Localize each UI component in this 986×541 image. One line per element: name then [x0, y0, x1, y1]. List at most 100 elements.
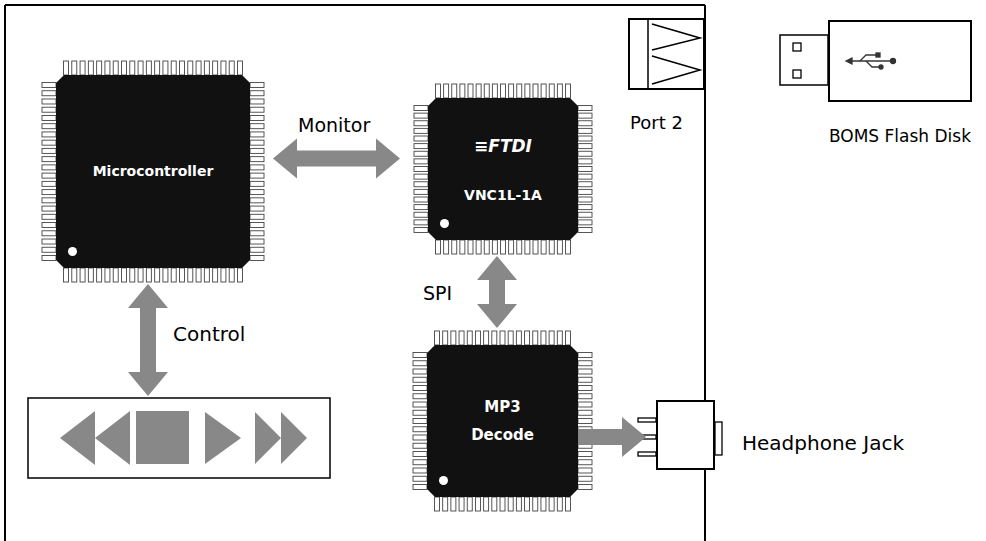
chip-pin	[414, 182, 428, 187]
chip-pin	[578, 159, 592, 164]
chip-pin	[578, 369, 592, 374]
chip-pin	[163, 61, 168, 75]
chip-pin	[204, 268, 209, 282]
chip-pin	[42, 83, 56, 88]
microcontroller-chip: Microcontroller	[56, 75, 250, 268]
chip-pin	[80, 61, 85, 75]
arrow-shaft	[489, 279, 505, 305]
chip-pin	[250, 83, 264, 88]
part-name: BOMS Flash Disk	[829, 120, 971, 152]
arrow-head	[376, 139, 400, 179]
chip-pin	[42, 132, 56, 137]
chip-pin	[213, 61, 218, 75]
chip-pin	[138, 61, 143, 75]
control-arrow	[128, 284, 168, 396]
chip-pin	[509, 84, 514, 98]
chip-pin	[414, 212, 428, 217]
arrow-head	[273, 139, 297, 179]
chip-pin	[451, 497, 456, 511]
chip-pin	[413, 435, 427, 440]
arrow-shaft	[296, 151, 377, 167]
chip-pin	[105, 268, 110, 282]
chip-pin	[578, 410, 592, 415]
chip-label: VNC1L-1A	[464, 182, 542, 209]
chip-pin	[42, 239, 56, 244]
chip-pin	[549, 240, 554, 254]
chip-pin	[414, 151, 428, 156]
chip-pin	[451, 331, 456, 345]
chip-pin	[541, 240, 546, 254]
chip-pin	[475, 331, 480, 345]
chip-pin	[250, 256, 264, 261]
chip-pin	[413, 361, 427, 366]
chip-pin	[578, 386, 592, 391]
chip-pin	[500, 331, 505, 345]
chip-pin	[492, 84, 497, 98]
chip-pin	[525, 240, 530, 254]
chip-pin	[72, 268, 77, 282]
chip-pin	[578, 468, 592, 473]
chip-pin	[188, 61, 193, 75]
chip-pin	[250, 91, 264, 96]
chip-pin	[443, 497, 448, 511]
chip-pin	[436, 84, 441, 98]
chip-pin	[525, 331, 530, 345]
chip-pin	[196, 268, 201, 282]
chip-pin	[97, 268, 102, 282]
chip-pin	[250, 124, 264, 129]
chip-pin	[130, 268, 135, 282]
chip-pin	[250, 223, 264, 228]
chip-pin	[578, 228, 592, 233]
usb-port-symbol	[648, 18, 700, 90]
chip-pin	[517, 84, 522, 98]
chip-pin	[413, 460, 427, 465]
chip-pin	[221, 268, 226, 282]
chip-pin	[122, 61, 127, 75]
chip-label: Microcontroller	[93, 158, 214, 185]
chip-pin	[516, 497, 521, 511]
chip-pin	[250, 132, 264, 137]
bus-label: SPI	[423, 282, 452, 304]
chip-pin	[413, 386, 427, 391]
chip-pin	[413, 468, 427, 473]
chip-pin	[557, 497, 562, 511]
headphone-jack: Headphone Jack	[656, 400, 715, 470]
part-name: Headphone Jack	[742, 424, 904, 462]
chip-pin	[517, 240, 522, 254]
chip-pin	[88, 61, 93, 75]
chip-pin	[578, 197, 592, 202]
chip-pin	[549, 331, 554, 345]
chip-pin	[250, 247, 264, 252]
chip-pin	[578, 106, 592, 111]
chip-pin	[516, 331, 521, 345]
chip-pin	[414, 136, 428, 141]
chip-pin	[250, 165, 264, 170]
chip-pin	[42, 198, 56, 203]
chip-pin	[42, 256, 56, 261]
chip-pin	[238, 268, 243, 282]
chip-pin	[204, 61, 209, 75]
chip-label: MP3 Decode	[465, 393, 540, 450]
chip-pin	[578, 476, 592, 481]
chip-pin	[484, 84, 489, 98]
chip-pin	[578, 452, 592, 457]
chip-pin	[414, 113, 428, 118]
chip-pin	[42, 148, 56, 153]
chip-pin	[578, 189, 592, 194]
chip-pin	[250, 148, 264, 153]
chip-pin	[566, 497, 571, 511]
chip-pin	[414, 197, 428, 202]
chip-pin	[459, 331, 464, 345]
chip-pin	[196, 61, 201, 75]
chip-pin	[578, 182, 592, 187]
chip-pin	[452, 240, 457, 254]
chip-pin	[578, 174, 592, 179]
chip-pin	[578, 151, 592, 156]
chip-pin	[414, 144, 428, 149]
chip-pin	[501, 240, 506, 254]
chip-pin	[476, 84, 481, 98]
chip-pin	[171, 61, 176, 75]
jack-pins	[638, 418, 722, 456]
chip-pin	[414, 167, 428, 172]
chip-pin	[250, 140, 264, 145]
